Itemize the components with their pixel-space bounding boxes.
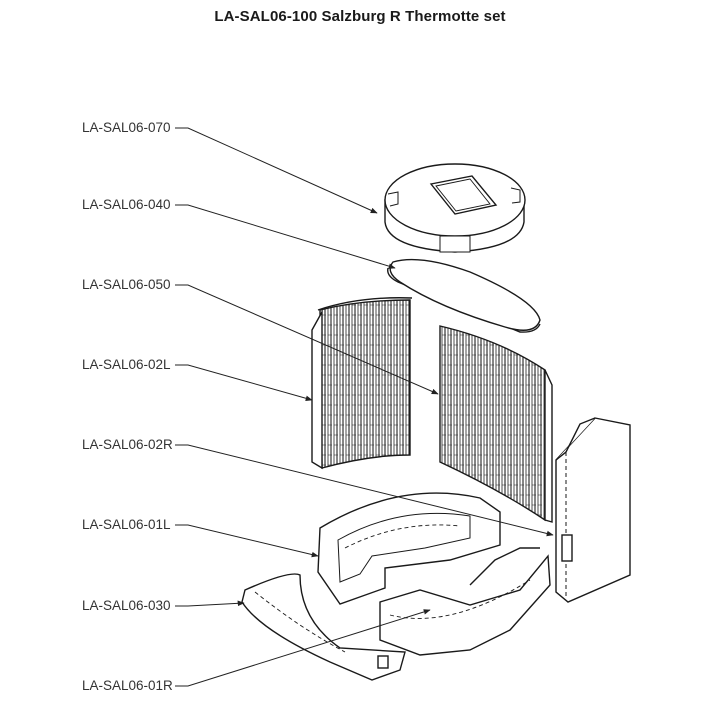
part-la-sal06-070 (384, 163, 526, 253)
diagram-title: LA-SAL06-100 Salzburg R Thermotte set (214, 8, 506, 25)
label-la-sal06-02r: LA-SAL06-02R (82, 437, 173, 452)
part-la-sal06-040 (387, 258, 541, 333)
label-la-sal06-02l: LA-SAL06-02L (82, 357, 171, 372)
part-la-sal06-02r (555, 417, 631, 603)
part-la-sal06-01l (317, 492, 501, 605)
part-la-sal06-01r (379, 547, 551, 656)
label-la-sal06-070: LA-SAL06-070 (82, 120, 171, 135)
label-la-sal06-050: LA-SAL06-050 (82, 277, 171, 292)
label-la-sal06-030: LA-SAL06-030 (82, 598, 171, 613)
label-la-sal06-040: LA-SAL06-040 (82, 197, 171, 212)
part-la-sal06-02l (311, 297, 413, 470)
part-la-sal06-030 (241, 573, 406, 681)
label-la-sal06-01l: LA-SAL06-01L (82, 517, 171, 532)
label-la-sal06-01r: LA-SAL06-01R (82, 678, 173, 693)
part-la-sal06-050 (439, 325, 553, 523)
leader-lines (175, 127, 554, 687)
